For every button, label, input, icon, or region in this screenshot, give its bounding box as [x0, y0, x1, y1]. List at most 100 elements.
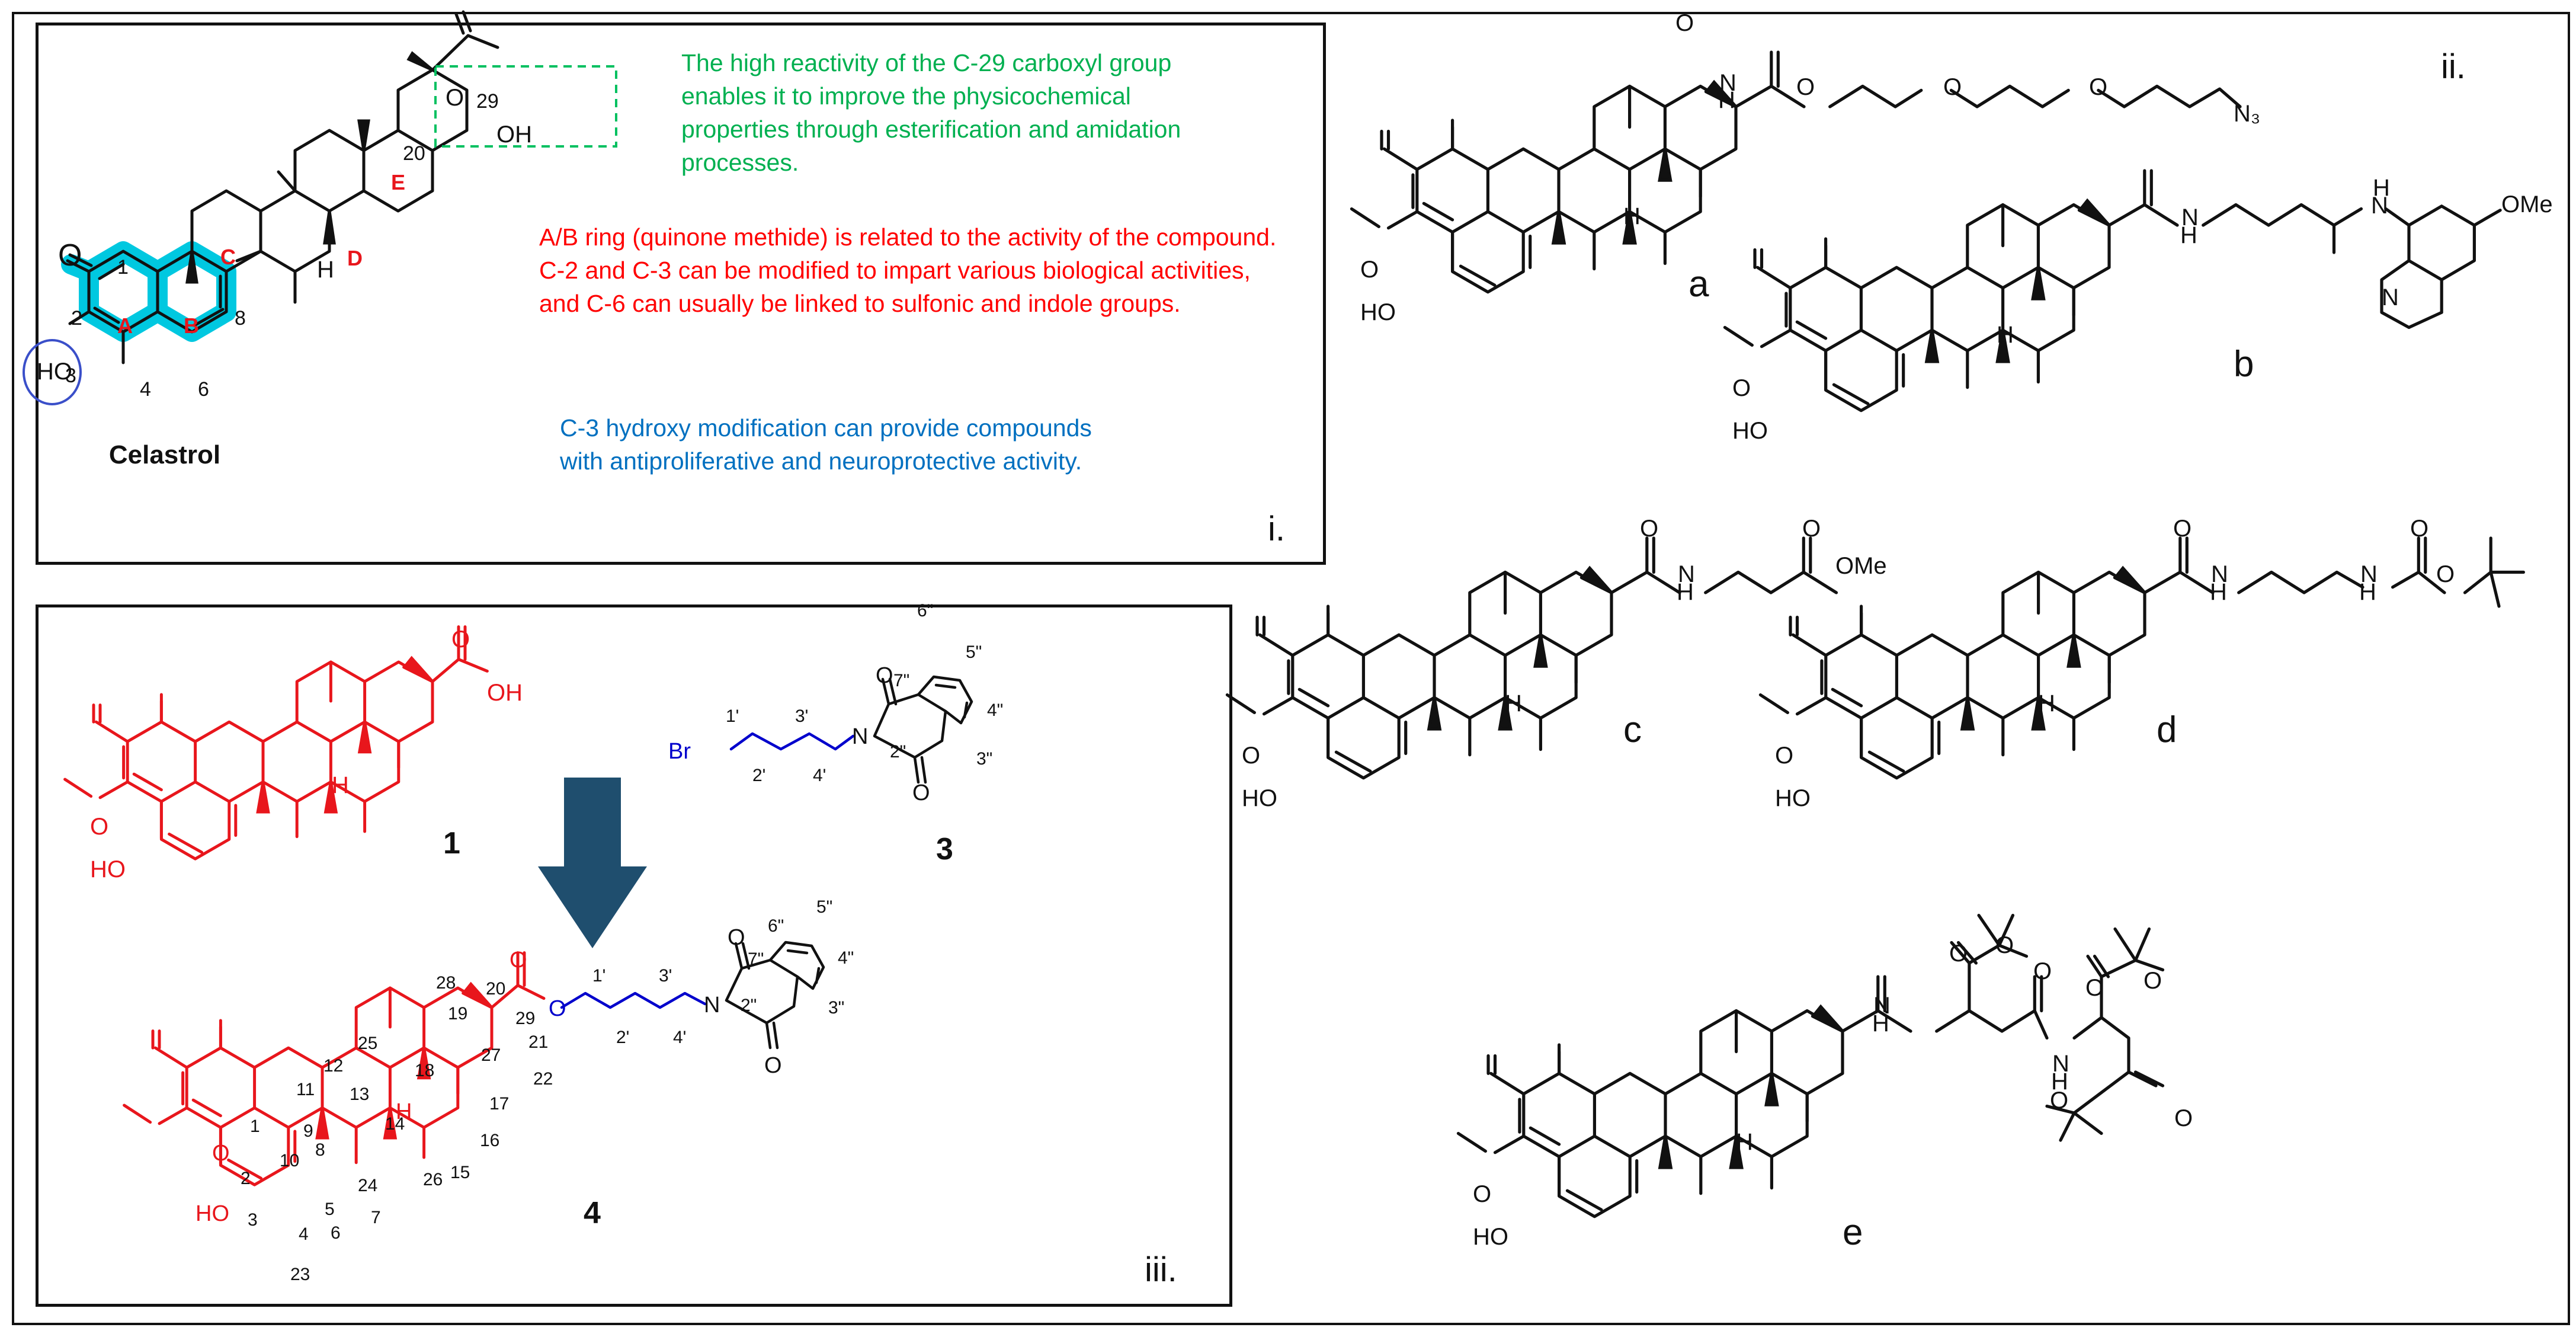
- svg-text:O: O: [2033, 958, 2052, 984]
- svg-text:HO: HO: [1360, 299, 1396, 325]
- celastrol-labels: O HO O OH H 29 20 1 2 3 4 6 8 A B C D E …: [37, 85, 1285, 548]
- svg-text:O: O: [728, 925, 745, 950]
- svg-text:O: O: [2144, 968, 2162, 994]
- svg-text:25: 25: [358, 1034, 377, 1053]
- svg-text:6": 6": [917, 601, 933, 620]
- svg-text:O: O: [1640, 516, 1658, 542]
- svg-text:H: H: [2359, 579, 2376, 605]
- svg-text:H: H: [1736, 1129, 1753, 1155]
- svg-text:20: 20: [486, 979, 505, 999]
- svg-text:N: N: [704, 993, 720, 1018]
- compound-3-number: 3: [936, 832, 953, 866]
- atom-ho: HO: [37, 359, 72, 385]
- svg-text:17: 17: [489, 1094, 509, 1114]
- svg-text:N: N: [852, 724, 868, 749]
- num-3: 3: [65, 364, 76, 387]
- svg-text:H: H: [2038, 690, 2055, 717]
- svg-text:O: O: [1995, 932, 2014, 958]
- svg-text:HO: HO: [1473, 1224, 1508, 1250]
- outer-frame: [12, 12, 2570, 1325]
- svg-text:N: N: [2052, 1051, 2069, 1077]
- num-6: 6: [198, 378, 209, 401]
- label-d: d: [2157, 709, 2177, 750]
- svg-text:N: N: [1678, 561, 1695, 587]
- svg-text:22: 22: [533, 1069, 553, 1089]
- panel-iii-label: iii.: [1145, 1250, 1177, 1289]
- label-b: b: [2234, 344, 2254, 385]
- compound-a-labels: O H N O O O N₃ O HO H a: [1360, 10, 2260, 325]
- svg-text:3': 3': [795, 706, 808, 726]
- atom-h: H: [317, 257, 334, 283]
- panel-i-frame: [36, 23, 1326, 565]
- svg-text:N: N: [2371, 193, 2388, 219]
- svg-text:2': 2': [752, 766, 765, 785]
- svg-text:9: 9: [303, 1121, 313, 1141]
- compound-c-labels: O H N O OMe O HO H c: [1242, 516, 1887, 811]
- svg-text:HO: HO: [90, 856, 126, 882]
- svg-text:O: O: [212, 1141, 230, 1166]
- svg-text:27: 27: [481, 1045, 501, 1065]
- svg-text:O: O: [510, 948, 527, 973]
- svg-text:18: 18: [415, 1061, 434, 1080]
- atom-o: O: [58, 238, 82, 273]
- svg-text:2": 2": [890, 742, 906, 762]
- svg-text:3": 3": [976, 749, 992, 769]
- svg-text:H: H: [1718, 87, 1735, 113]
- compound-4-structure: [124, 951, 546, 1185]
- atom-oh: OH: [496, 121, 532, 148]
- svg-text:11: 11: [296, 1080, 315, 1099]
- svg-text:O: O: [2410, 516, 2428, 542]
- num-4: 4: [140, 378, 151, 401]
- svg-text:16: 16: [480, 1131, 499, 1150]
- panel-iii-frame: [36, 604, 1232, 1307]
- svg-text:29: 29: [515, 1009, 535, 1028]
- svg-text:H: H: [396, 1099, 412, 1124]
- svg-text:4: 4: [299, 1224, 309, 1244]
- svg-text:3': 3': [659, 966, 672, 986]
- svg-text:OMe: OMe: [2501, 191, 2553, 217]
- label-e: e: [1843, 1212, 1863, 1253]
- compound-3-labels: Br N O O 1' 2' 3' 4' 2" 3" 4" 5" 6" 7": [668, 601, 1003, 805]
- svg-text:N: N: [2211, 561, 2228, 587]
- svg-text:O: O: [1473, 1181, 1491, 1207]
- svg-text:O: O: [912, 781, 930, 805]
- svg-text:28: 28: [436, 973, 456, 993]
- compound-4-number: 4: [584, 1196, 601, 1230]
- svg-text:H: H: [2051, 1069, 2068, 1095]
- label-a: a: [1689, 264, 1709, 305]
- svg-text:1': 1': [592, 966, 605, 986]
- ring-d: D: [347, 246, 363, 270]
- compound-b-structure: [1725, 169, 2502, 411]
- compound-a-structure: [1351, 50, 2242, 292]
- compound-name: Celastrol: [109, 440, 220, 469]
- svg-text:O: O: [2173, 516, 2191, 542]
- note-c3-hydroxy: C-3 hydroxy modification can provide com…: [560, 414, 1092, 475]
- celastrol-structure: [23, 10, 617, 405]
- ring-b: B: [184, 314, 199, 338]
- svg-text:O: O: [1360, 257, 1379, 283]
- svg-text:6": 6": [768, 916, 784, 936]
- svg-text:2': 2': [616, 1028, 629, 1047]
- svg-text:H: H: [2373, 175, 2390, 201]
- svg-text:O: O: [764, 1053, 782, 1078]
- svg-text:N: N: [1873, 993, 1891, 1019]
- svg-text:O: O: [1802, 516, 1821, 542]
- svg-text:O: O: [1796, 74, 1815, 100]
- label-c: c: [1623, 709, 1642, 750]
- svg-text:23: 23: [290, 1265, 310, 1284]
- svg-text:H: H: [1623, 203, 1641, 229]
- compound-e-structure: [1458, 913, 2165, 1217]
- svg-text:1: 1: [250, 1117, 260, 1136]
- compound-4-linker: [560, 941, 825, 1050]
- svg-text:HO: HO: [1775, 785, 1811, 811]
- compound-e-labels: H N O O O H N O O O O O HO H e: [1473, 932, 2193, 1253]
- svg-text:4': 4': [813, 766, 826, 785]
- svg-text:N₃: N₃: [2234, 101, 2260, 127]
- svg-text:N: N: [1719, 70, 1736, 96]
- compound-1-labels: O OH O HO H: [90, 626, 523, 882]
- compound-b-labels: H N H N OMe N O HO H b: [1732, 175, 2553, 444]
- panel-ii-label: ii.: [2441, 47, 2466, 86]
- svg-text:OH: OH: [487, 680, 523, 706]
